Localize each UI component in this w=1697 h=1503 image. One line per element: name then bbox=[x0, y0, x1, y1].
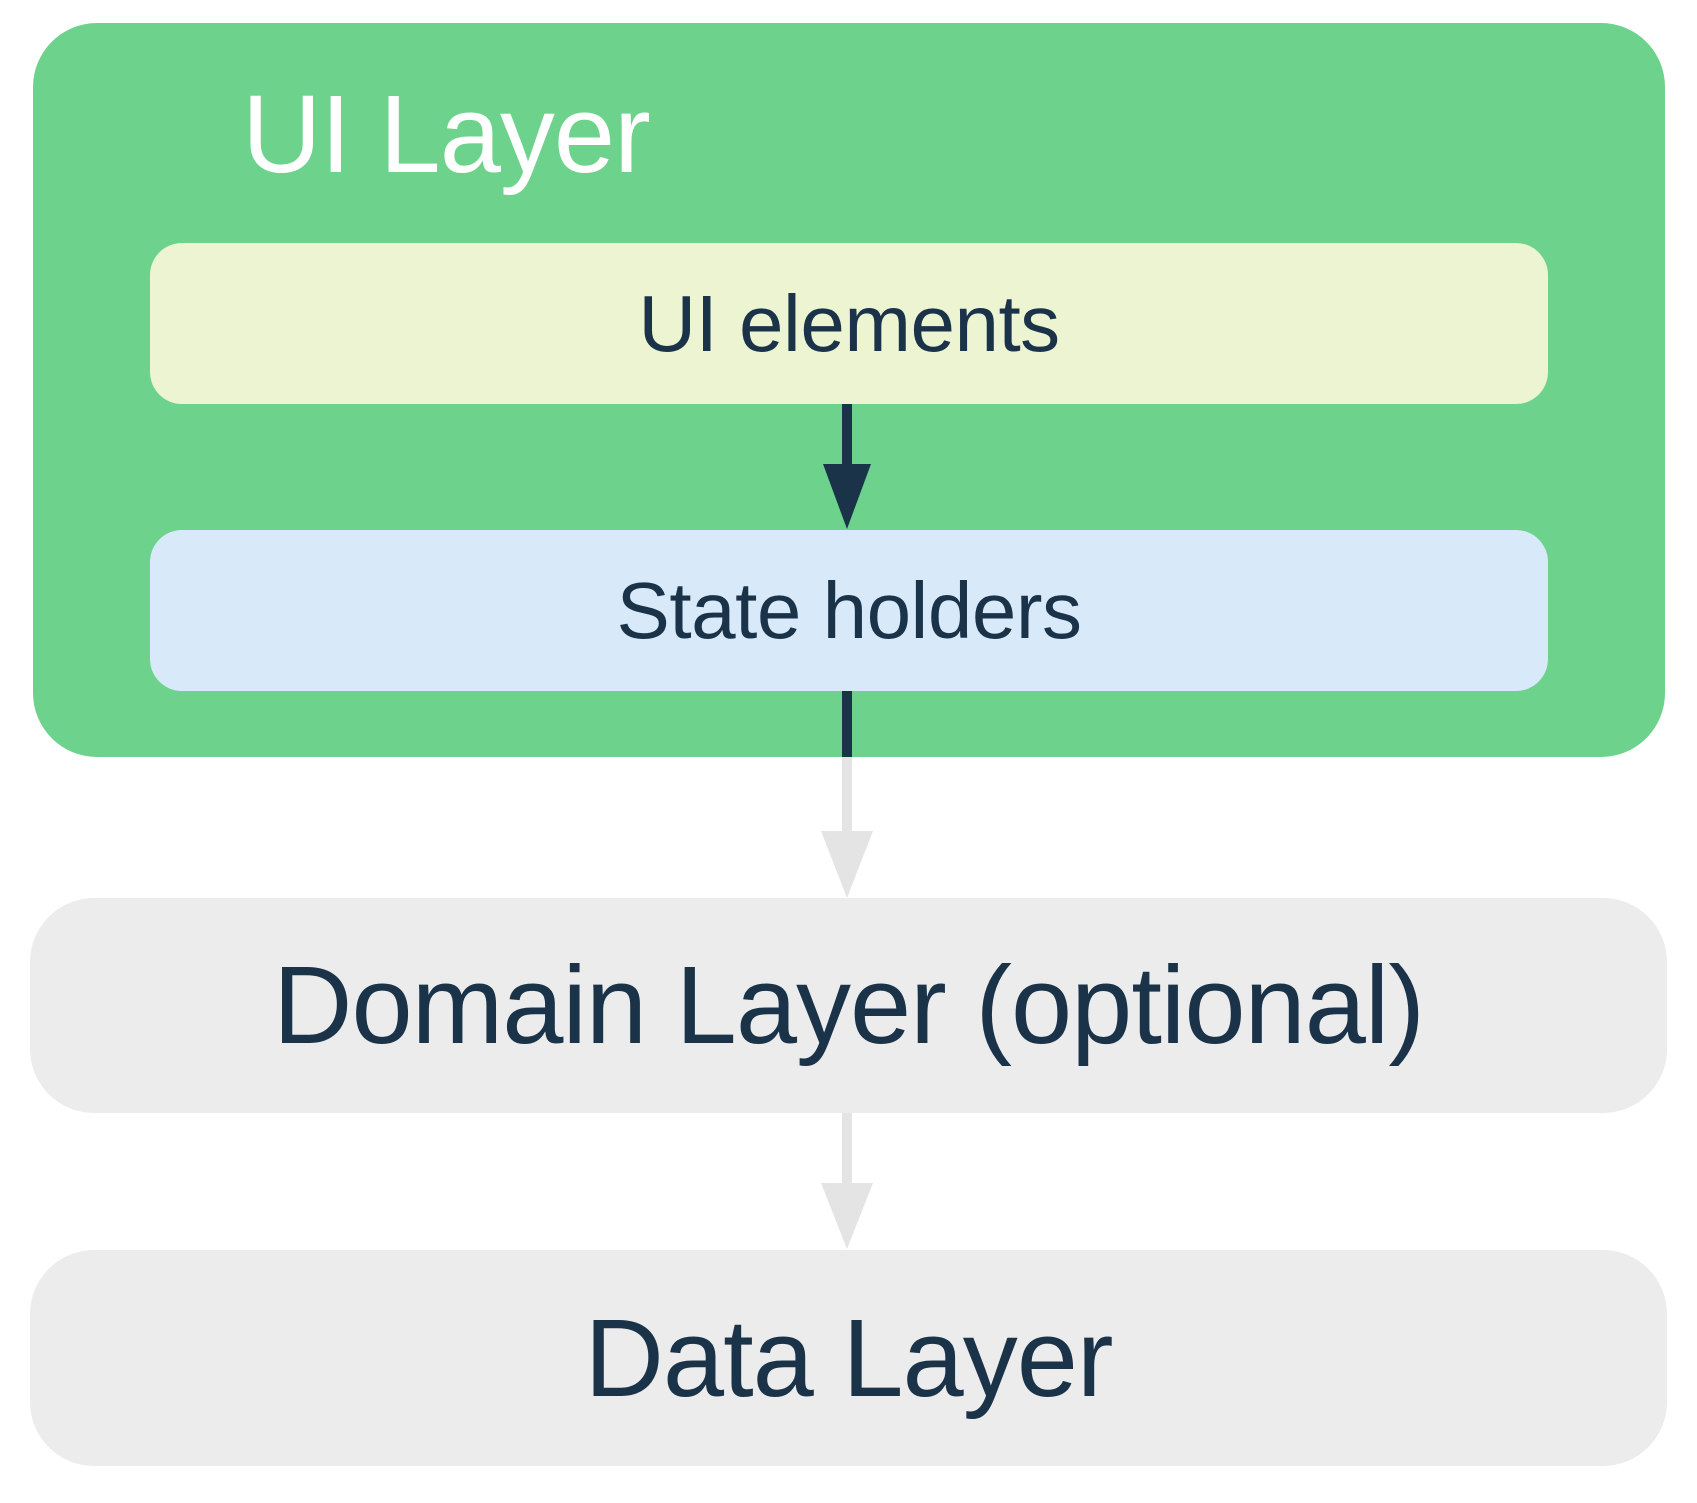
ui-elements-box: UI elements bbox=[150, 243, 1548, 404]
data-layer-label: Data Layer bbox=[584, 1296, 1113, 1420]
state-holders-label: State holders bbox=[616, 565, 1082, 655]
arrow-down-ui-elements-to-state-holders-icon bbox=[823, 404, 871, 529]
ui-elements-label: UI elements bbox=[638, 278, 1060, 368]
arrow-down-domain-layer-to-data-layer-icon bbox=[821, 1112, 873, 1249]
domain-layer-box: Domain Layer (optional) bbox=[30, 898, 1667, 1113]
domain-layer-label: Domain Layer (optional) bbox=[273, 944, 1425, 1067]
ui-layer-box: UI Layer UI elements State holders bbox=[33, 23, 1665, 757]
state-holders-box: State holders bbox=[150, 530, 1548, 691]
ui-layer-title: UI Layer bbox=[242, 72, 651, 196]
arrow-down-state-holders-to-domain-layer-icon bbox=[821, 691, 873, 898]
data-layer-box: Data Layer bbox=[30, 1250, 1667, 1466]
